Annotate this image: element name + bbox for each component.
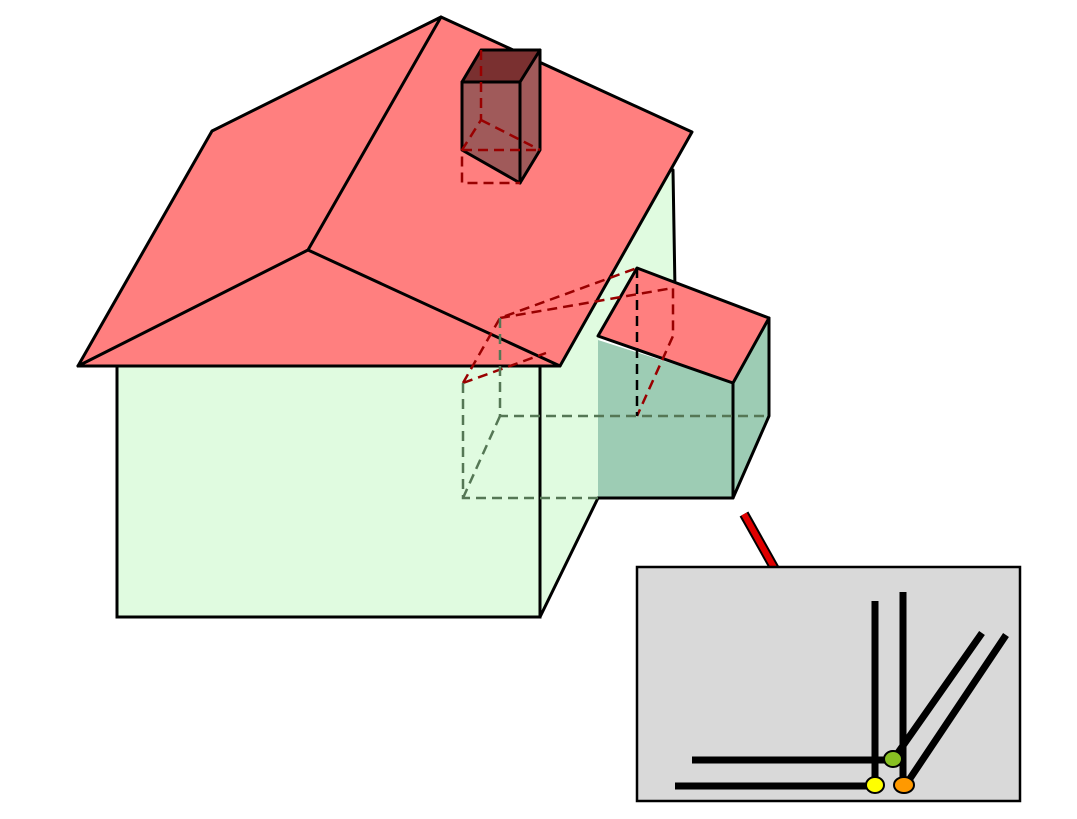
dormer-wall-side	[733, 318, 769, 498]
main-walls	[115, 168, 677, 619]
dormer-walls	[596, 316, 771, 500]
yellow-point	[865, 776, 885, 794]
chimney	[460, 48, 542, 185]
dormer-hidden-lines	[461, 266, 769, 500]
main-roof	[76, 15, 694, 368]
dormer-wall	[598, 340, 733, 498]
roof-right-slope	[308, 17, 692, 366]
main-wall-front	[115, 364, 542, 619]
roof-front-slope	[78, 250, 560, 366]
inset-frame	[635, 565, 1022, 803]
green-point	[883, 750, 903, 768]
zoom-inset	[635, 565, 1022, 803]
orange-point	[893, 776, 915, 794]
inset-lines	[675, 592, 1009, 790]
roof-left-slope	[78, 17, 441, 366]
dormer-roof	[596, 266, 771, 385]
